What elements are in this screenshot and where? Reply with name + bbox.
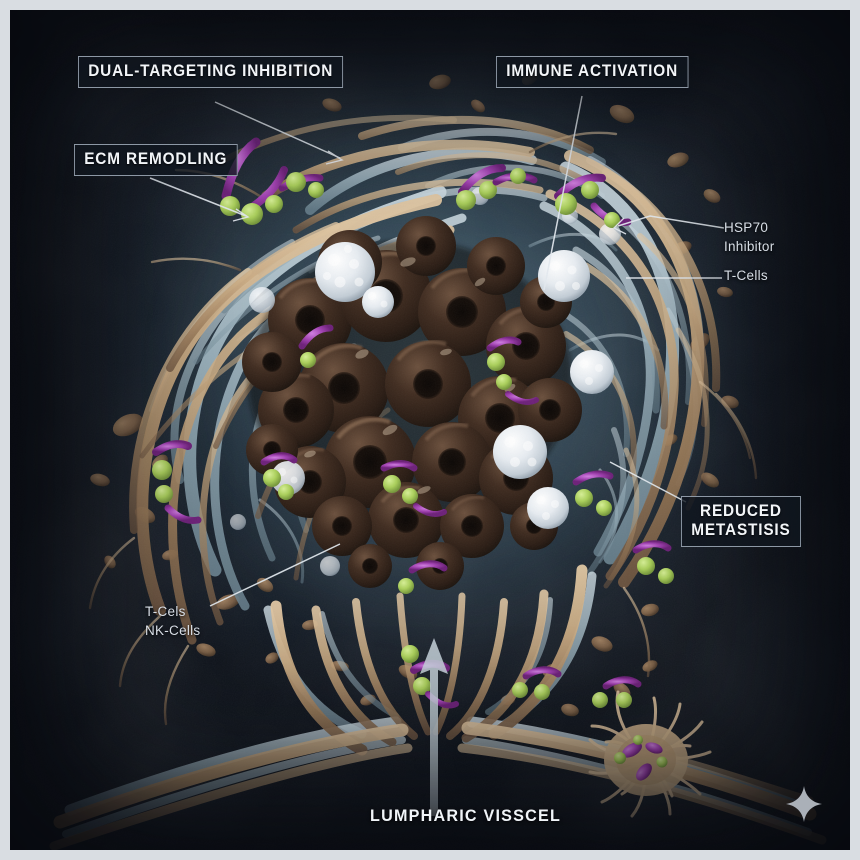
- caption-lymphatic-vessel: Lumpharic Visscel: [370, 806, 562, 825]
- label-immune-activation: Immune Activation: [496, 56, 689, 88]
- illustration-canvas: Dual-Targeting Inhibition Immune Activat…: [10, 10, 850, 850]
- label-reduced-metastasis: Reduced Metastisis: [681, 496, 801, 547]
- label-hsp70-inhibitor: HSP70 Inhibitor: [724, 220, 775, 255]
- label-ecm-remodeling: ECM Remodling: [74, 144, 238, 176]
- four-point-star-sparkle-icon: [786, 786, 822, 822]
- artwork-layers: [10, 10, 850, 850]
- brand-sparkle-logo: [784, 784, 824, 824]
- artwork-svg: [10, 10, 850, 850]
- label-t-cells-nk-cells: T-Cels NK-Cells: [145, 604, 201, 639]
- film-grain: [10, 10, 850, 850]
- label-dual-targeting-inhibition: Dual-Targeting Inhibition: [78, 56, 344, 88]
- label-t-cells-right: T-Cells: [724, 268, 768, 283]
